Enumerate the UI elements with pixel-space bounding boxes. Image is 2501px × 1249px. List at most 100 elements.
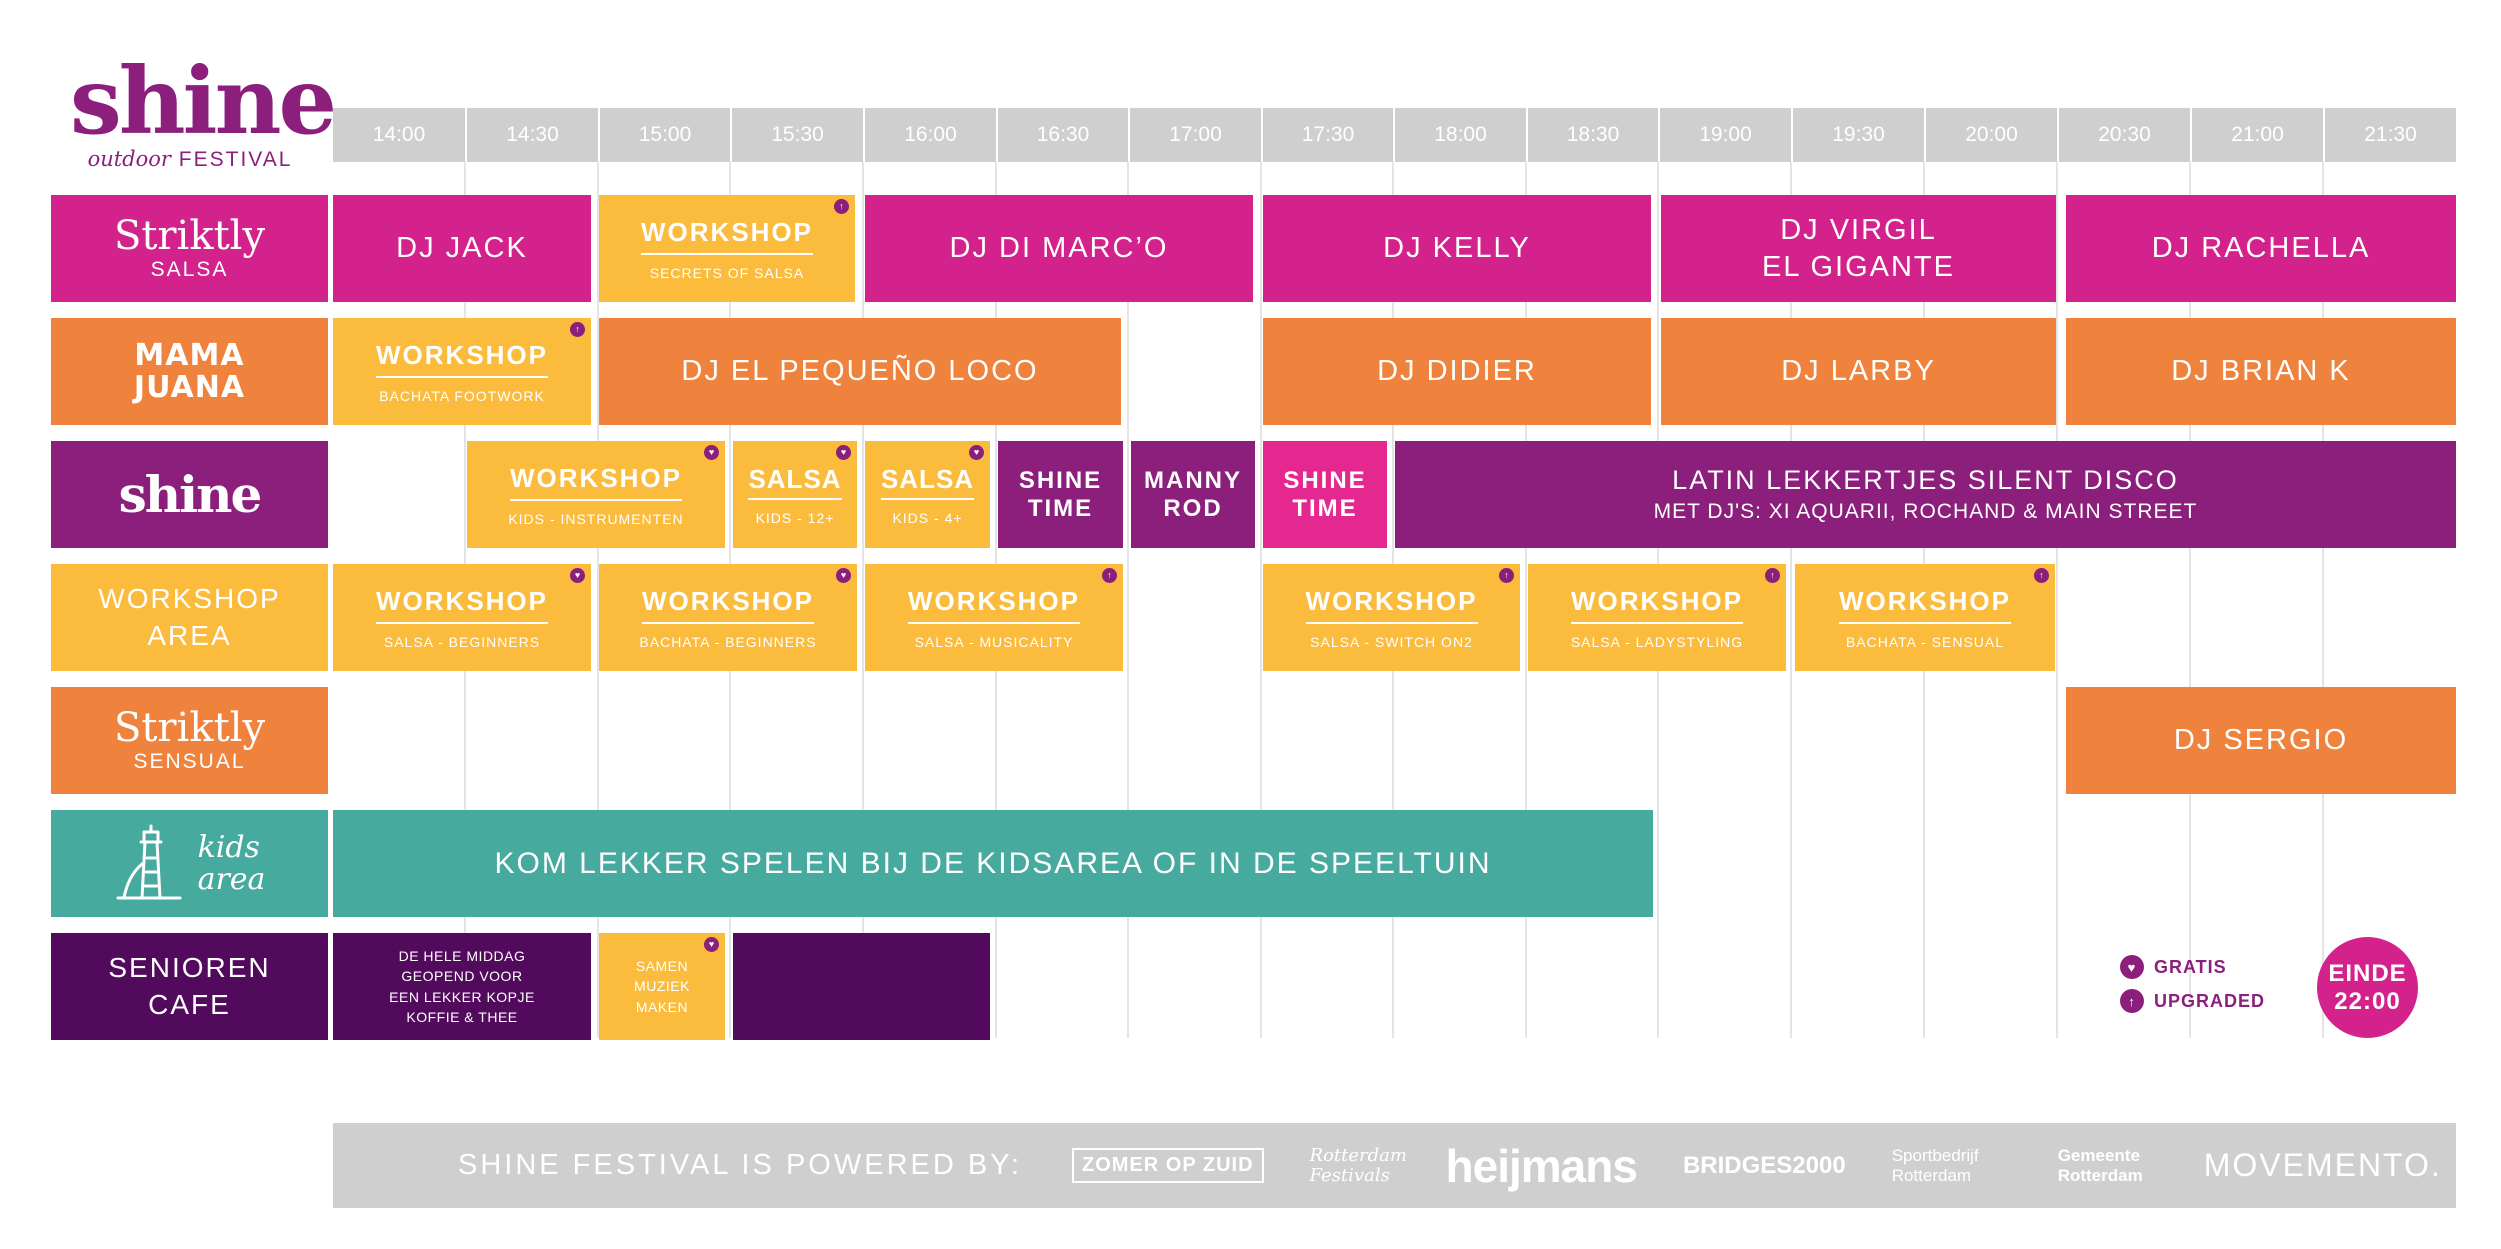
time-slot-header: 20:00 (1926, 108, 2057, 162)
stage-logo-text: shine (118, 465, 263, 524)
upgraded-icon: ↑ (1765, 568, 1780, 583)
slot-workshop-salsa-ladystyling[interactable]: ↑ WORKSHOP SALSA - LADYSTYLING (1528, 564, 1786, 671)
time-slot-header: 21:00 (2192, 108, 2323, 162)
slot-workshop-salsa-switch-on2[interactable]: ↑ WORKSHOP SALSA - SWITCH ON2 (1263, 564, 1520, 671)
grid-line (862, 162, 864, 1038)
slot-latin-lekkertjes-silent-disco[interactable]: LATIN LEKKERTJES SILENT DISCO MET DJ'S: … (1395, 441, 2456, 548)
heart-icon: ♥ (836, 445, 851, 460)
sponsor-gemeente-rotterdam[interactable]: Gemeente Rotterdam (2057, 1145, 2143, 1185)
slot-workshop-bachata-footwork[interactable]: ↑ WORKSHOP BACHATA FOOTWORK (333, 318, 591, 425)
slot-dj-di-marco[interactable]: DJ DI MARC’O (865, 195, 1253, 302)
time-slot-header: 19:00 (1660, 108, 1791, 162)
time-slot-header: 16:00 (865, 108, 996, 162)
upgraded-icon: ↑ (2034, 568, 2049, 583)
time-slot-header: 16:30 (998, 108, 1128, 162)
header-separator (1393, 108, 1395, 162)
slot-dj-sergio[interactable]: DJ SERGIO (2066, 687, 2456, 794)
slot-workshop-salsa-musicality[interactable]: ↑ WORKSHOP SALSA - MUSICALITY (865, 564, 1123, 671)
logo-wordmark: shine (70, 47, 337, 155)
slot-manny-rod[interactable]: MANNY ROD (1131, 441, 1255, 548)
slot-dj-rachella[interactable]: DJ RACHELLA (2066, 195, 2456, 302)
time-slot-header: 21:30 (2325, 108, 2456, 162)
upgraded-icon: ↑ (570, 322, 585, 337)
time-slot-header: 20:30 (2059, 108, 2190, 162)
slot-dj-brian-k[interactable]: DJ BRIAN K (2066, 318, 2456, 425)
slot-workshop-bachata-beginners[interactable]: ♥ WORKSHOP BACHATA - BEGINNERS (599, 564, 857, 671)
heart-icon: ♥ (836, 568, 851, 583)
slot-dj-kelly[interactable]: DJ KELLY (1263, 195, 1651, 302)
slot-workshop-kids-instrumenten[interactable]: ♥ WORKSHOP KIDS - INSTRUMENTEN (467, 441, 725, 548)
sponsor-zomer-op-zuid[interactable]: ZOMER OP ZUID (1072, 1148, 1264, 1183)
time-slot-header: 15:30 (732, 108, 863, 162)
slot-shine-time-1[interactable]: SHINE TIME (998, 441, 1123, 548)
slot-koffie-thee[interactable]: DE HELE MIDDAG GEOPEND VOOR EEN LEKKER K… (333, 933, 591, 1040)
time-slot-header: 17:30 (1263, 108, 1393, 162)
stage-senioren-cafe: SENIOREN CAFE (51, 933, 328, 1040)
stage-line-2: CAFE (148, 988, 231, 1020)
stage-striktly-salsa: Striktly SALSA (51, 195, 328, 302)
time-slot-header: 18:00 (1395, 108, 1526, 162)
slot-workshop-salsa-beginners[interactable]: ♥ WORKSHOP SALSA - BEGINNERS (333, 564, 591, 671)
slot-workshop-bachata-sensual[interactable]: ↑ WORKSHOP BACHATA - SENSUAL (1795, 564, 2055, 671)
header-separator (863, 108, 865, 162)
heart-icon: ♥ (969, 445, 984, 460)
header-separator (1128, 108, 1130, 162)
header-separator (996, 108, 998, 162)
header-separator (1261, 108, 1263, 162)
header-separator (1658, 108, 1660, 162)
slot-senioren-extra[interactable] (733, 933, 990, 1040)
stage-line-1: SENIOREN (108, 952, 271, 984)
slot-samen-muziek-maken[interactable]: ♥ SAMEN MUZIEK MAKEN (599, 933, 725, 1040)
stage-line-1: WORKSHOP (98, 583, 281, 615)
sponsor-heijmans[interactable]: heijmans (1445, 1139, 1638, 1192)
sponsor-movemento[interactable]: MOVEMENTO. (2203, 1147, 2442, 1183)
sponsor-bar: SHINE FESTIVAL IS POWERED BY: ZOMER OP Z… (333, 1123, 2456, 1208)
sponsor-label: SHINE FESTIVAL IS POWERED BY: (458, 1149, 1022, 1181)
header-separator (2057, 108, 2059, 162)
heart-icon: ♥ (704, 937, 719, 952)
slot-dj-jack[interactable]: DJ JACK (333, 195, 591, 302)
heart-icon: ♥ (570, 568, 585, 583)
grid-line (1790, 162, 1792, 1038)
header-separator (1924, 108, 1926, 162)
grid-line (2056, 162, 2058, 1038)
stage-line-1: kids (197, 830, 260, 865)
heart-icon: ♥ (704, 445, 719, 460)
sponsor-bridges2000[interactable]: BRIDGES2000 (1682, 1151, 1846, 1179)
stage-line-2: area (197, 861, 266, 897)
time-slot-header: 14:00 (333, 108, 465, 162)
header-separator (2323, 108, 2325, 162)
slot-salsa-kids-12[interactable]: ♥ SALSA KIDS - 12+ (733, 441, 857, 548)
upgraded-icon: ↑ (2120, 989, 2144, 1013)
slot-dj-larby[interactable]: DJ LARBY (1661, 318, 2056, 425)
slot-workshop-secrets-of-salsa[interactable]: ↑ WORKSHOP SECRETS OF SALSA (599, 195, 855, 302)
logo-subtitle: outdoor FESTIVAL (87, 147, 293, 171)
grid-line (597, 162, 599, 1038)
slot-dj-didier[interactable]: DJ DIDIER (1263, 318, 1651, 425)
slot-dj-virgil[interactable]: DJ VIRGIL EL GIGANTE (1661, 195, 2056, 302)
stage-mama-juana: MAMA JUANA (51, 318, 328, 425)
festival-logo: shine outdoor FESTIVAL (70, 47, 337, 171)
grid-line (1127, 162, 1129, 1038)
slot-shine-time-2[interactable]: SHINE TIME (1263, 441, 1387, 548)
lighthouse-slide-icon (116, 824, 182, 899)
sponsor-sportbedrijf-rotterdam[interactable]: Sportbedrijf Rotterdam (1891, 1145, 1979, 1185)
header-separator (1526, 108, 1528, 162)
einde-badge: EINDE 22:00 (2317, 937, 2418, 1038)
stage-shine: shine (51, 441, 328, 548)
stage-sub-text: SALSA (150, 257, 229, 281)
stage-line-1: MAMA (134, 338, 245, 373)
time-slot-header: 19:30 (1793, 108, 1924, 162)
sponsor-rotterdam-festivals[interactable]: Rotterdam Festivals (1309, 1144, 1407, 1186)
slot-dj-el-pequeno-loco[interactable]: DJ EL PEQUEÑO LOCO (599, 318, 1121, 425)
header-separator (465, 108, 467, 162)
slot-salsa-kids-4[interactable]: ♥ SALSA KIDS - 4+ (865, 441, 990, 548)
slot-kids-area-speeltuin[interactable]: KOM LEKKER SPELEN BIJ DE KIDSAREA OF IN … (333, 810, 1653, 917)
upgraded-icon: ↑ (834, 199, 849, 214)
stage-striktly-sensual: Striktly SENSUAL (51, 687, 328, 794)
time-slot-header: 18:30 (1528, 108, 1658, 162)
stage-sub-text: SENSUAL (133, 749, 246, 773)
stage-logo-text: Striktly (113, 212, 266, 259)
stage-kids-area: kids area (51, 810, 328, 917)
header-separator (730, 108, 732, 162)
